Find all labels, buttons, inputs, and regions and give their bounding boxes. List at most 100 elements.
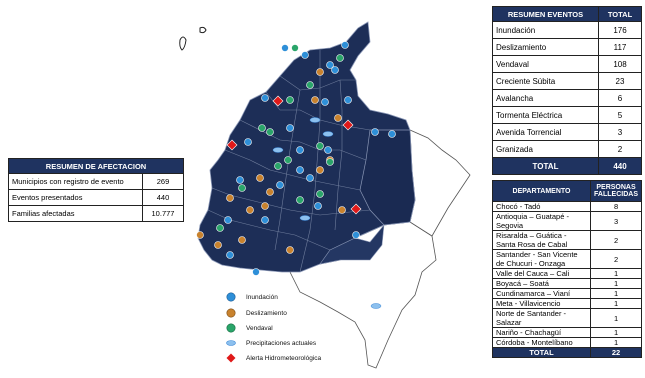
- dept-value: 1: [590, 337, 642, 348]
- flood-icon: [226, 292, 236, 302]
- event-label: Granizada: [492, 140, 599, 158]
- dept-value: 2: [590, 230, 642, 250]
- legend-item-alert: Alerta Hidrometeorológica: [226, 353, 321, 363]
- dept-header-department: DEPARTAMENTO: [491, 180, 592, 202]
- event-value: 3: [598, 123, 642, 141]
- dept-label: Córdoba - Montelíbano: [491, 337, 592, 348]
- legend-label: Vendaval: [246, 324, 273, 332]
- dept-header-deaths: PERSONAS FALLECIDAS: [590, 180, 642, 202]
- events-header-label: RESUMEN EVENTOS: [492, 6, 599, 22]
- events-header-total: TOTAL: [598, 6, 642, 22]
- table-header-row: RESUMEN DE AFECTACION: [8, 158, 184, 174]
- event-label: Vendaval: [492, 55, 599, 73]
- dept-value: 3: [590, 211, 642, 231]
- dept-label: Antioquia – Guatapé - Segovia: [491, 211, 592, 231]
- legend-label: Inundación: [246, 293, 278, 301]
- event-label: Tormenta Eléctrica: [492, 106, 599, 124]
- dept-value: 8: [590, 201, 642, 212]
- region-east-white: [409, 129, 471, 237]
- event-value: 2: [598, 140, 642, 158]
- event-value: 23: [598, 72, 642, 90]
- affectation-summary-table: RESUMEN DE AFECTACION Municipios con reg…: [8, 158, 184, 222]
- event-value: 5: [598, 106, 642, 124]
- colombia-map: [179, 21, 471, 369]
- rain-markers: [272, 117, 382, 309]
- table-row: Risaralda – Guática - Santa Rosa de Caba…: [491, 230, 642, 250]
- alert-diamond-icon: [226, 353, 236, 363]
- rain-icon: [226, 340, 236, 346]
- dept-label: Boyacá – Soatá: [491, 278, 592, 289]
- region-east-dark: [359, 129, 416, 226]
- affectation-value: 269: [142, 173, 184, 190]
- event-label: Deslizamiento: [492, 38, 599, 56]
- dept-label: Nariño - Chachagüí: [491, 327, 592, 338]
- landslide-markers: [196, 68, 346, 254]
- affectation-label: Familias afectadas: [8, 205, 143, 222]
- windstorm-icon: [226, 323, 236, 333]
- event-value: 176: [598, 21, 642, 39]
- windstorm-markers: [216, 44, 344, 232]
- flood-markers: [224, 41, 396, 276]
- dept-label: Chocó - Tadó: [491, 201, 592, 212]
- dept-value: 1: [590, 308, 642, 328]
- event-label: Creciente Súbita: [492, 72, 599, 90]
- landslide-icon: [226, 308, 236, 318]
- dept-label: Santander - San Vicente de Chucuri - Onz…: [491, 249, 592, 269]
- dept-label: Meta - Villavicencio: [491, 298, 592, 309]
- table-total-row: TOTAL 440: [492, 157, 642, 175]
- legend-label: Deslizamiento: [246, 309, 287, 317]
- event-label: Avalancha: [492, 89, 599, 107]
- deaths-by-department-table: DEPARTAMENTO PERSONAS FALLECIDAS Chocó -…: [491, 180, 642, 358]
- affectation-value: 10.777: [142, 205, 184, 222]
- table-row: Santander - San Vicente de Chucuri - Onz…: [491, 249, 642, 269]
- legend-item-windstorm: Vendaval: [226, 323, 273, 333]
- dept-value: 1: [590, 327, 642, 338]
- island-san-andres: [179, 36, 187, 51]
- dept-total-value: 22: [590, 347, 642, 358]
- legend-label: Alerta Hidrometeorológica: [246, 354, 322, 362]
- legend-item-flood: Inundación: [226, 292, 278, 302]
- table-header-row: DEPARTAMENTO PERSONAS FALLECIDAS: [491, 180, 642, 202]
- events-total-label: TOTAL: [492, 157, 599, 175]
- dept-value: 1: [590, 268, 642, 279]
- affectation-header: RESUMEN DE AFECTACION: [8, 158, 184, 174]
- table-total-row: TOTAL 22: [491, 347, 642, 358]
- event-label: Inundación: [492, 21, 599, 39]
- dept-value: 1: [590, 278, 642, 289]
- dept-label: Norte de Santander - Salazar: [491, 308, 592, 328]
- legend-item-rain: Precipitaciones actuales: [226, 338, 316, 348]
- affectation-value: 440: [142, 189, 184, 206]
- table-header-row: RESUMEN EVENTOS TOTAL: [492, 6, 642, 22]
- region-southeast-white: [289, 221, 437, 369]
- island-providencia: [199, 26, 207, 34]
- legend-item-landslide: Deslizamiento: [226, 308, 287, 318]
- event-label: Avenida Torrencial: [492, 123, 599, 141]
- dept-value: 2: [590, 249, 642, 269]
- dept-label: Valle del Cauca – Cali: [491, 268, 592, 279]
- dept-total-label: TOTAL: [491, 347, 592, 358]
- legend-label: Precipitaciones actuales: [246, 339, 317, 347]
- events-total-value: 440: [598, 157, 642, 175]
- dept-value: 1: [590, 298, 642, 309]
- affectation-label: Eventos presentados: [8, 189, 143, 206]
- dept-label: Cundinamarca – Vianí: [491, 288, 592, 299]
